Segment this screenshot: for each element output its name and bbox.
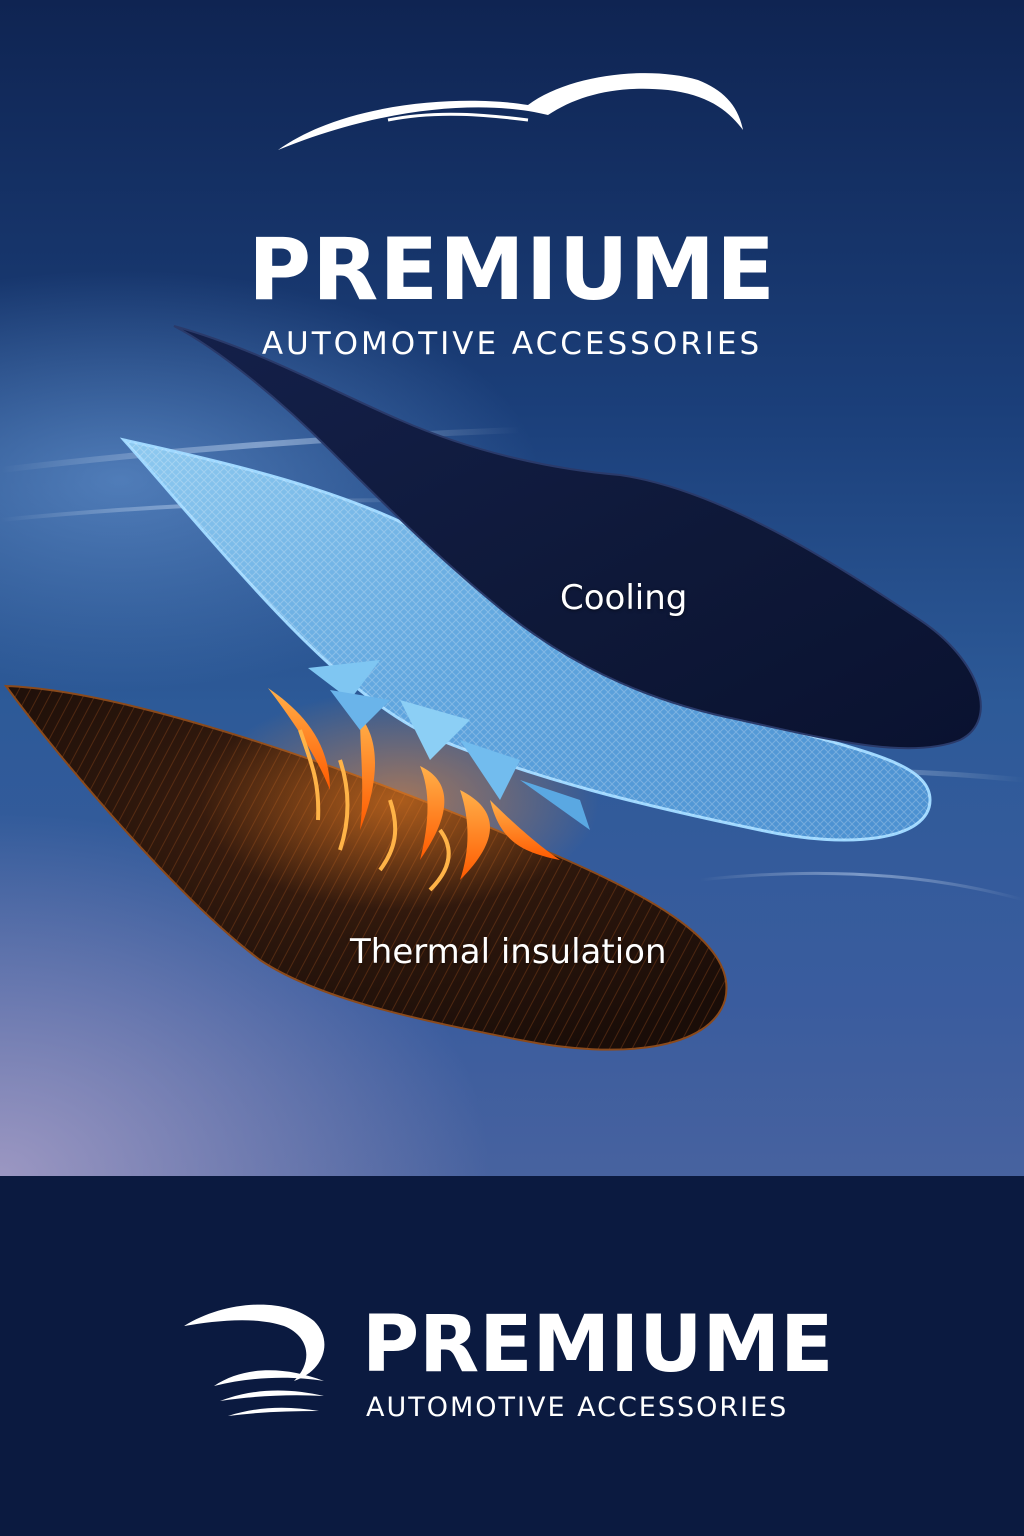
thermal-insulation-label: Thermal insulation <box>350 932 667 972</box>
insole-layers-illustration <box>0 325 1024 1051</box>
wave-emblem-icon <box>184 1304 325 1416</box>
cooling-mesh-layer <box>119 437 932 842</box>
top-cover-layer <box>173 325 982 750</box>
footer-tagline: AUTOMOTIVE ACCESSORIES <box>366 1392 789 1423</box>
car-silhouette-icon <box>278 73 743 150</box>
footer-brand-name: PREMIUME <box>362 1300 834 1390</box>
brand-name: PREMIUME <box>248 220 776 320</box>
light-streak <box>699 871 1024 902</box>
light-streak <box>0 427 521 473</box>
footer-section <box>0 1176 1024 1536</box>
hero-section: PREMIUME AUTOMOTIVE ACCESSORIES Cooling … <box>0 0 1024 1176</box>
cooling-label: Cooling <box>560 578 688 618</box>
heat-waves <box>268 688 560 892</box>
brand-tagline: AUTOMOTIVE ACCESSORIES <box>261 326 763 362</box>
